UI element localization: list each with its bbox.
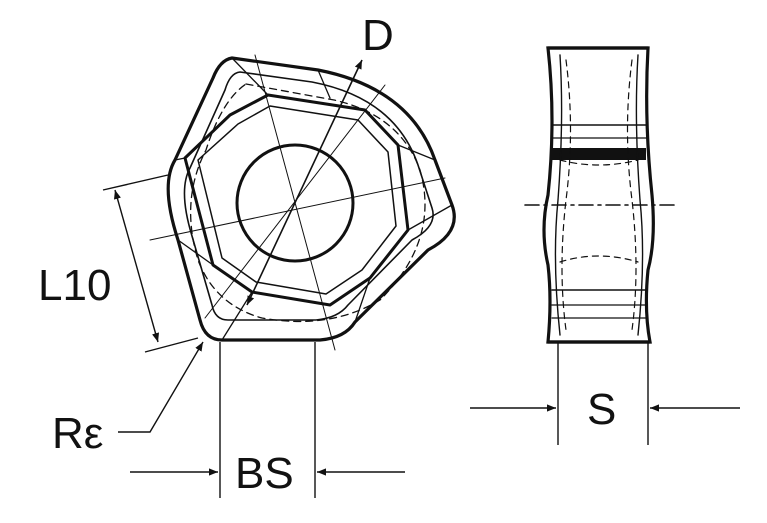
label-d: D xyxy=(362,11,394,60)
insert-top-view xyxy=(149,54,456,351)
dimension-bs xyxy=(130,342,405,498)
dimension-s xyxy=(470,342,740,445)
hidden-contour xyxy=(190,83,426,323)
insert-side-view xyxy=(524,46,677,344)
insert-outer-contour xyxy=(166,56,456,342)
dimension-d xyxy=(246,59,363,306)
insert-inner-hexagon xyxy=(183,93,410,307)
label-s: S xyxy=(587,385,616,434)
insert-land-line xyxy=(183,71,434,321)
side-band xyxy=(552,148,646,160)
label-l10: L10 xyxy=(38,261,111,310)
dimension-r-epsilon xyxy=(118,341,204,433)
label-bs: BS xyxy=(235,449,294,498)
dimension-l10 xyxy=(102,174,199,353)
label-r-epsilon: Rε xyxy=(52,409,103,458)
corner-facets xyxy=(174,57,453,341)
